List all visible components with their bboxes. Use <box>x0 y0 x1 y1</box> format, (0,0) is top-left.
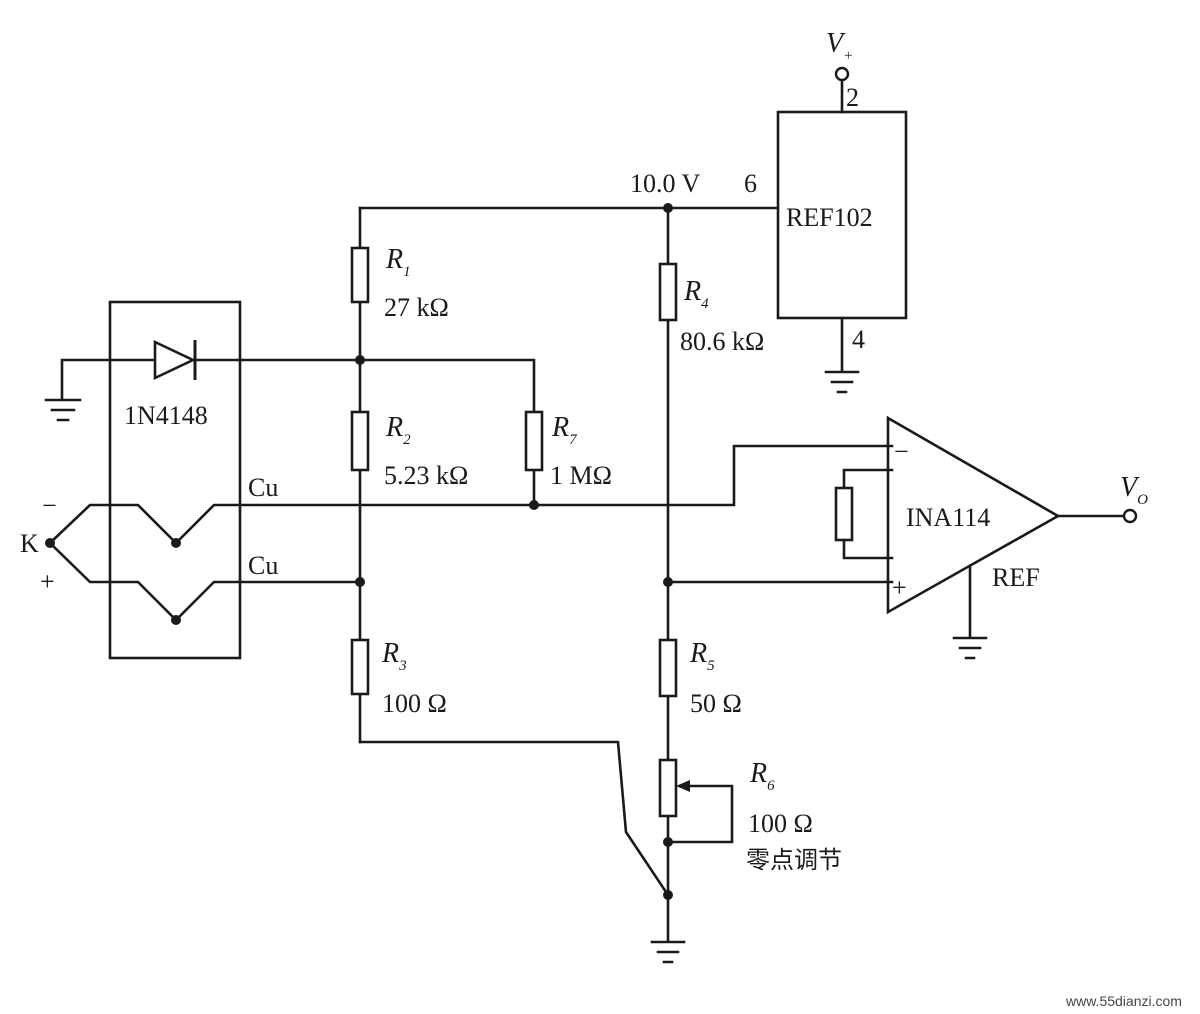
ref102-pin-out: 6 <box>744 169 757 198</box>
resistor-r3 <box>350 638 370 696</box>
ina-minus: − <box>894 437 909 466</box>
resistor-r7 <box>524 410 544 472</box>
r4-name: R4 <box>683 276 709 312</box>
thermocouple-plus: + <box>40 567 55 596</box>
ref102-name: REF102 <box>786 203 873 232</box>
r4-value: 80.6 kΩ <box>680 327 764 356</box>
junction-dots <box>45 203 673 900</box>
r3-value: 100 Ω <box>382 689 447 718</box>
resistor-r2 <box>350 410 370 472</box>
ina-plus: + <box>892 573 907 602</box>
diode-label: 1N4148 <box>124 401 208 430</box>
r1-value: 27 kΩ <box>384 293 449 322</box>
ref102-pin-in: 2 <box>846 83 859 112</box>
resistor-r4 <box>658 262 678 322</box>
ina-name: INA114 <box>906 503 990 532</box>
supply-label: V+ <box>826 28 853 64</box>
resistor-r1 <box>350 246 370 304</box>
r5-value: 50 Ω <box>690 689 742 718</box>
r6-value: 100 Ω <box>748 809 813 838</box>
thermocouple-box <box>48 300 242 660</box>
r6-name: R6 <box>749 758 775 794</box>
wire-cu-top: Cu <box>248 473 278 502</box>
thermocouple-minus: − <box>42 491 57 520</box>
r5-name: R5 <box>689 638 715 674</box>
wire-cu-bottom: Cu <box>248 551 278 580</box>
r7-value: 1 MΩ <box>550 461 612 490</box>
r3-name: R3 <box>381 638 407 674</box>
ref-voltage-label: 10.0 V <box>630 169 701 198</box>
resistor-r6 <box>658 758 678 818</box>
output-label: VO <box>1120 472 1148 508</box>
r6-wiper-arrow <box>676 780 690 792</box>
output-terminal <box>1122 508 1138 524</box>
ground-icon <box>824 370 860 394</box>
ina114-amplifier <box>886 415 1061 615</box>
supply-terminal <box>834 66 850 82</box>
r7-name: R7 <box>551 412 578 448</box>
ref102-chip <box>776 110 908 320</box>
r2-value: 5.23 kΩ <box>384 461 468 490</box>
ground-icon <box>952 636 988 660</box>
watermark: www.55dianzi.com <box>1065 993 1182 1009</box>
r6-note: 零点调节 <box>746 846 842 874</box>
r1-name: R1 <box>385 244 411 280</box>
thermocouple-label: K <box>20 529 39 558</box>
ina-ref: REF <box>992 563 1040 592</box>
resistor-r5 <box>658 638 678 698</box>
ref102-pin-gnd: 4 <box>852 325 865 354</box>
r2-name: R2 <box>385 412 411 448</box>
diode-1n4148 <box>153 339 197 381</box>
resistor-gain <box>834 486 854 542</box>
ground-icon <box>44 398 82 422</box>
ground-icon <box>650 940 686 964</box>
